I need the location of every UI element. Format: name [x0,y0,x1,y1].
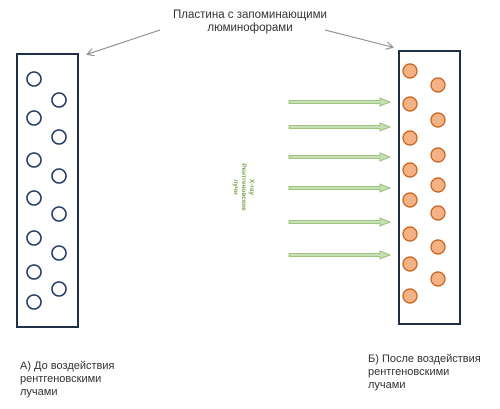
left-plate-phosphors [26,71,67,310]
right-plate-phosphors [402,63,446,304]
xray-arrow [288,122,392,132]
right-caption-line-2: рентгеновскими [368,366,450,378]
xray-arrow [288,217,392,227]
pointer-line-left [88,29,161,54]
right-plate [398,50,461,325]
left-caption: А) До воздействия рентгеновскими лучами [20,360,114,399]
left-caption-line-3: лучами [20,386,58,398]
unexposed-phosphor-circle [51,129,67,145]
xray-label-line-2: Рентгеновские [240,163,247,211]
xray-label-line-1: X-ray [248,178,255,196]
exposed-phosphor-circle [402,96,418,112]
unexposed-phosphor-circle [26,152,42,168]
exposed-phosphor-circle [402,63,418,79]
unexposed-phosphor-circle [51,281,67,297]
unexposed-phosphor-circle [51,168,67,184]
xray-arrow [288,152,392,162]
right-caption: Б) После воздействия рентгеновскими луча… [368,353,481,392]
exposed-phosphor-circle [430,271,446,287]
right-caption-line-1: Б) После воздействия [368,353,481,365]
unexposed-phosphor-circle [26,110,42,126]
unexposed-phosphor-circle [26,264,42,280]
xray-label-line-3: лучи [232,179,239,195]
right-caption-line-3: лучами [368,379,406,391]
title-line-1: Пластина с запоминающими [173,9,327,21]
unexposed-phosphor-circle [51,245,67,261]
unexposed-phosphor-circle [26,190,42,206]
unexposed-phosphor-circle [51,206,67,222]
exposed-phosphor-circle [402,288,418,304]
unexposed-phosphor-circle [26,71,42,87]
exposed-phosphor-circle [402,256,418,272]
title-line-2: люминофорами [207,22,293,34]
exposed-phosphor-circle [430,239,446,255]
xray-arrows [288,97,392,260]
pointer-line-right [324,29,392,47]
diagram-title: Пластина с запоминающими люминофорами [145,9,355,35]
exposed-phosphor-circle [402,226,418,242]
xray-arrow [288,97,392,107]
exposed-phosphor-circle [402,192,418,208]
exposed-phosphor-circle [430,205,446,221]
unexposed-phosphor-circle [51,92,67,108]
unexposed-phosphor-circle [26,294,42,310]
xray-label: X-ray Рентгеновские лучи [225,157,255,217]
exposed-phosphor-circle [430,147,446,163]
unexposed-phosphor-circle [26,230,42,246]
left-caption-line-1: А) До воздействия [20,360,115,372]
xray-arrow [288,250,392,260]
left-plate [16,53,79,328]
exposed-phosphor-circle [430,77,446,93]
left-caption-line-2: рентгеновскими [20,373,102,385]
xray-arrow [288,183,392,193]
exposed-phosphor-circle [430,177,446,193]
exposed-phosphor-circle [430,112,446,128]
exposed-phosphor-circle [402,162,418,178]
exposed-phosphor-circle [402,130,418,146]
